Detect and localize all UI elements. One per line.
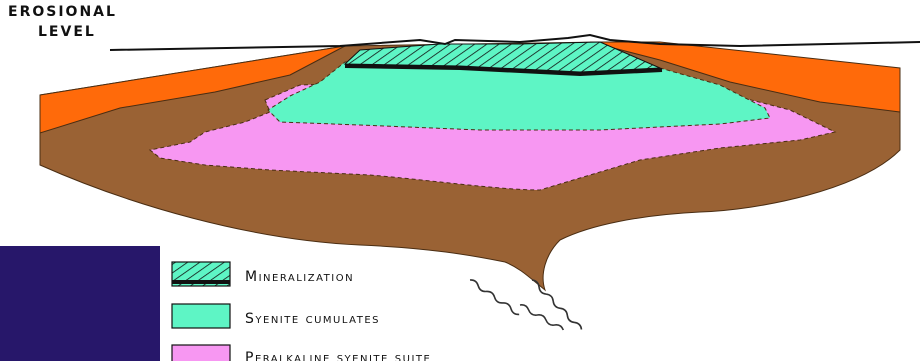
legend-label-syenite-cumulates: Syenite cumulates: [245, 311, 380, 327]
legend-label-peralkaline-syenite: Peralkaline syenite suite: [245, 350, 431, 361]
dark-panel: [0, 246, 160, 361]
legend-label-mineralization: Mineralization: [245, 269, 354, 285]
erosional-level-label-line2: LEVEL: [38, 24, 96, 40]
legend: Mineralization Syenite cumulates Peralka…: [172, 262, 431, 361]
feeder-dike-squiggle-2: [531, 279, 583, 331]
legend-swatch-peralkaline-syenite: [172, 345, 230, 361]
erosional-level-label-line1: EROSIONAL: [8, 4, 117, 20]
feeder-dike-squiggle-1: [469, 278, 520, 316]
legend-swatch-syenite-cumulates: [172, 304, 230, 328]
